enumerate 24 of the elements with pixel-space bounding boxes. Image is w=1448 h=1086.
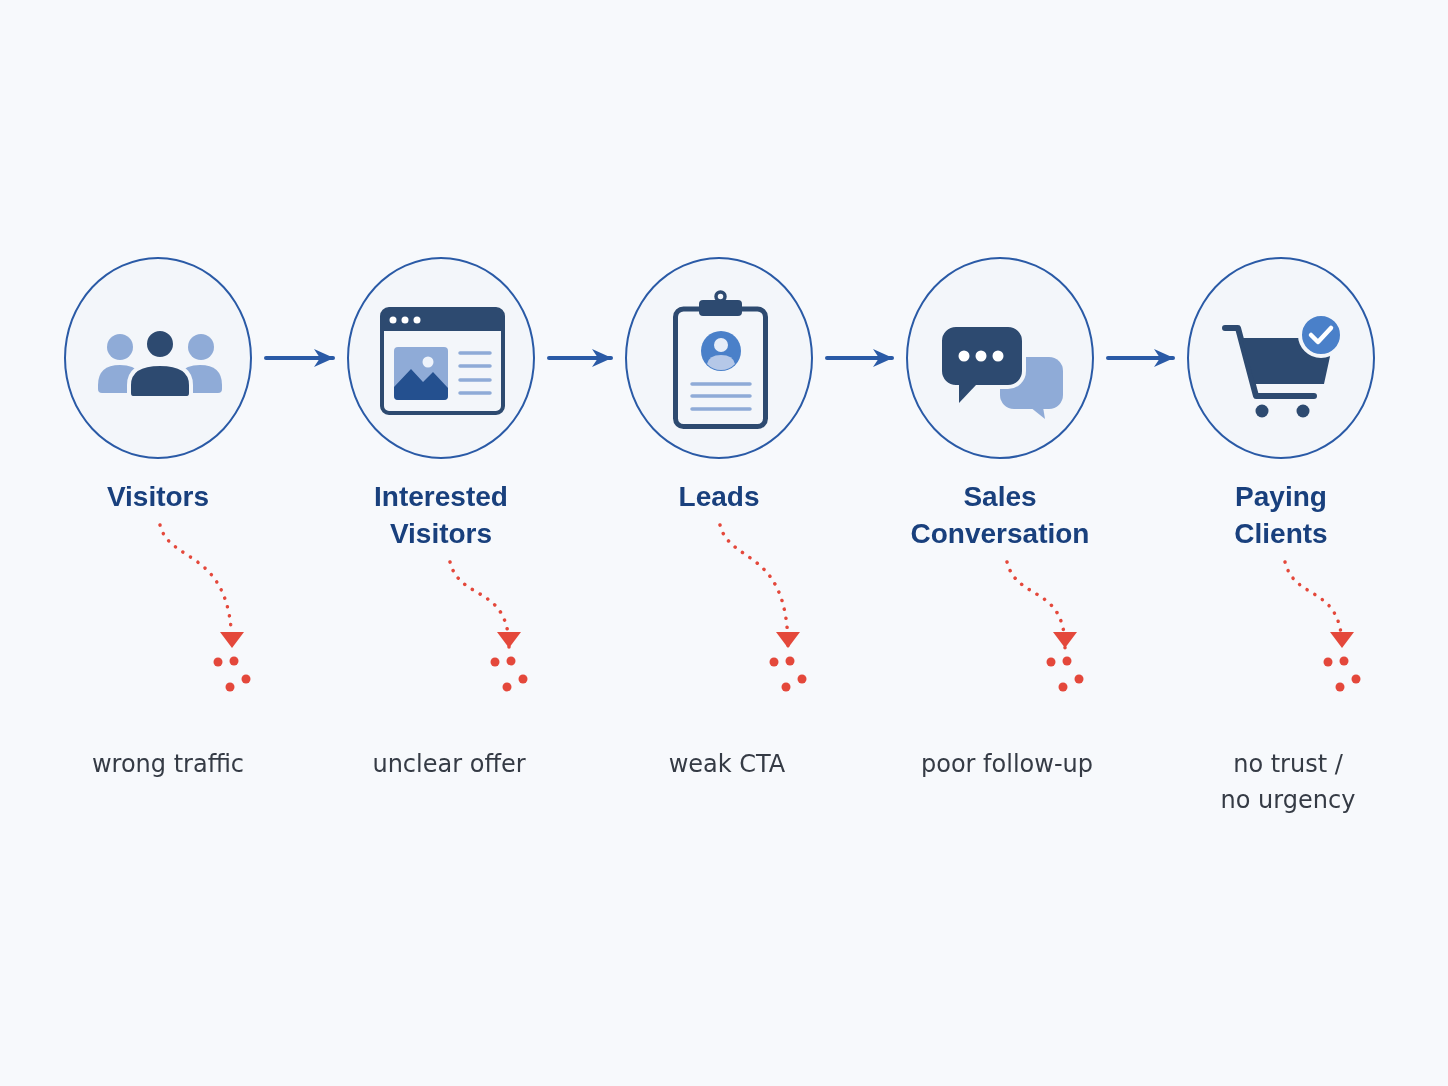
arrow [547,349,613,367]
stage-title: Leads [677,480,761,514]
arrow [825,349,894,367]
stage-title: Visitors [105,480,211,514]
stage-title: Interested Visitors [373,480,509,551]
dotted-arrow [1283,560,1353,650]
scattered-dots-icon [213,656,251,692]
drop-off-reason: unclear offer [371,749,527,780]
scattered-dots-icon [1323,656,1361,692]
dotted-arrow [1005,560,1076,650]
stage-title: Sales Conversation [909,480,1091,551]
drop-off-reason: no trust / no urgency [1219,749,1357,816]
scattered-dots-icon [769,656,807,692]
drop-off-reason: poor follow-up [920,749,1094,780]
dotted-arrow [448,560,520,650]
scattered-dots-icon [1046,656,1084,692]
drop-off-reason: wrong traffic [90,749,246,780]
stage-title: Paying Clients [1233,480,1329,551]
arrow [1106,349,1175,367]
dotted-arrow [718,523,800,650]
arrow [264,349,335,367]
scattered-dots-icon [490,656,528,692]
dotted-arrow [158,523,244,650]
drop-off-reason: weak CTA [667,749,787,780]
